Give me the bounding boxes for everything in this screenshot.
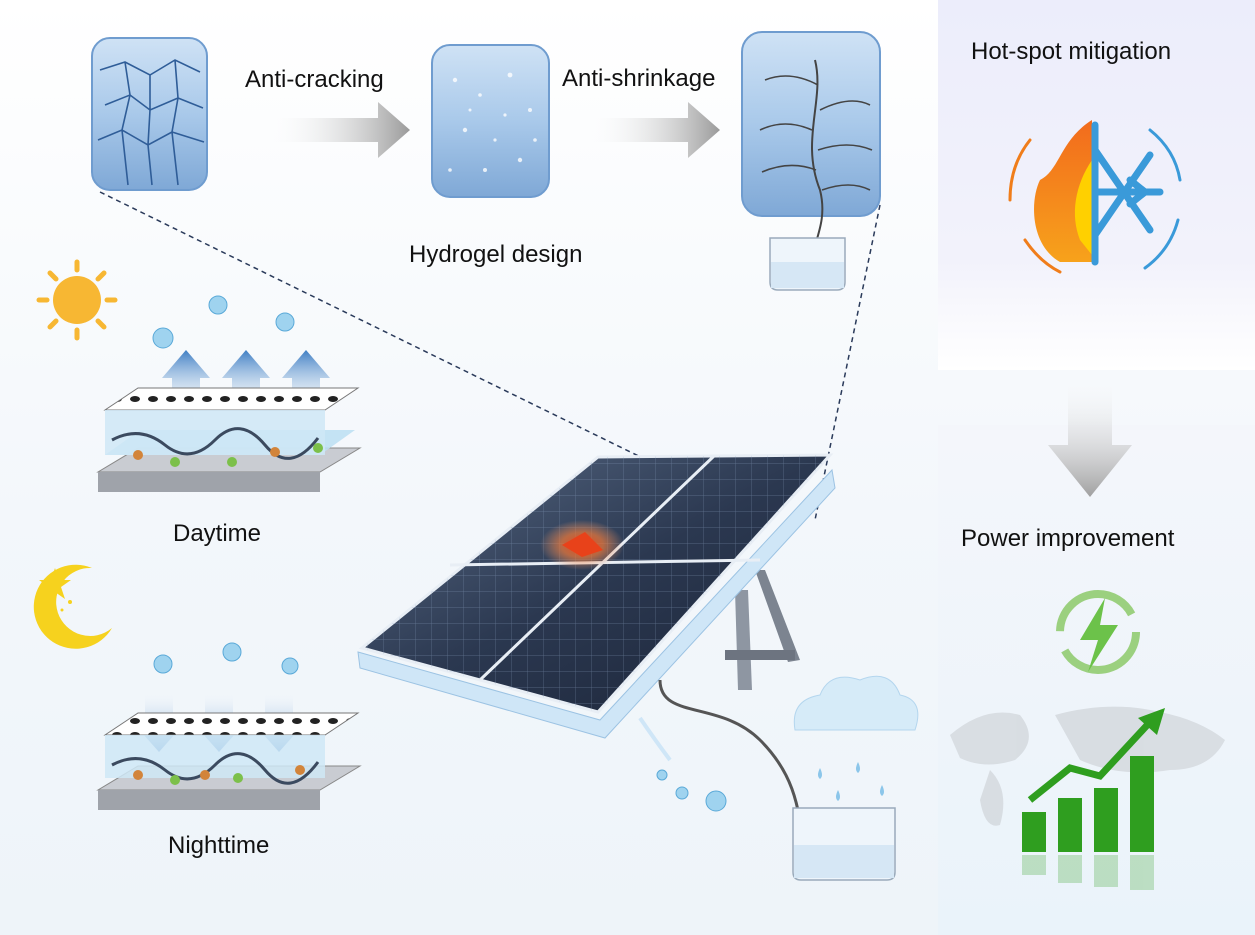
moon-icon xyxy=(33,564,113,649)
cloud-icon xyxy=(793,675,919,801)
anti-shrinkage-label: Anti-shrinkage xyxy=(562,65,716,92)
daytime-label: Daytime xyxy=(173,520,262,547)
bubbled-hydrogel-block xyxy=(431,44,550,198)
nighttime-label: Nighttime xyxy=(168,832,270,859)
daytime-membrane xyxy=(96,387,362,492)
lightning-icon xyxy=(1056,590,1140,674)
bar-growth-icon xyxy=(1022,708,1165,890)
water-beaker-bottom xyxy=(792,807,896,881)
cracked-hydrogel-block xyxy=(91,37,208,191)
nighttime-membrane xyxy=(96,712,362,810)
arrow-anti-cracking xyxy=(268,102,410,158)
world-map-icon xyxy=(950,706,1225,826)
fire-snowflake-icon xyxy=(1008,120,1182,274)
water-droplets-night xyxy=(153,642,299,675)
solar-panel xyxy=(357,453,836,861)
sun-icon xyxy=(36,259,118,341)
power-label: Power improvement xyxy=(961,525,1175,552)
zoom-line-left xyxy=(99,191,713,493)
anti-cracking-label: Anti-cracking xyxy=(245,66,384,93)
arrow-anti-shrinkage xyxy=(588,102,720,158)
hot-spot-label: Hot-spot mitigation xyxy=(971,38,1172,65)
water-beaker-top xyxy=(769,237,846,291)
water-droplets-day xyxy=(152,295,295,349)
down-arrow-right xyxy=(1048,375,1132,497)
fiber-hydrogel-block xyxy=(741,31,881,291)
hydrogel-design-label: Hydrogel design xyxy=(409,241,583,268)
